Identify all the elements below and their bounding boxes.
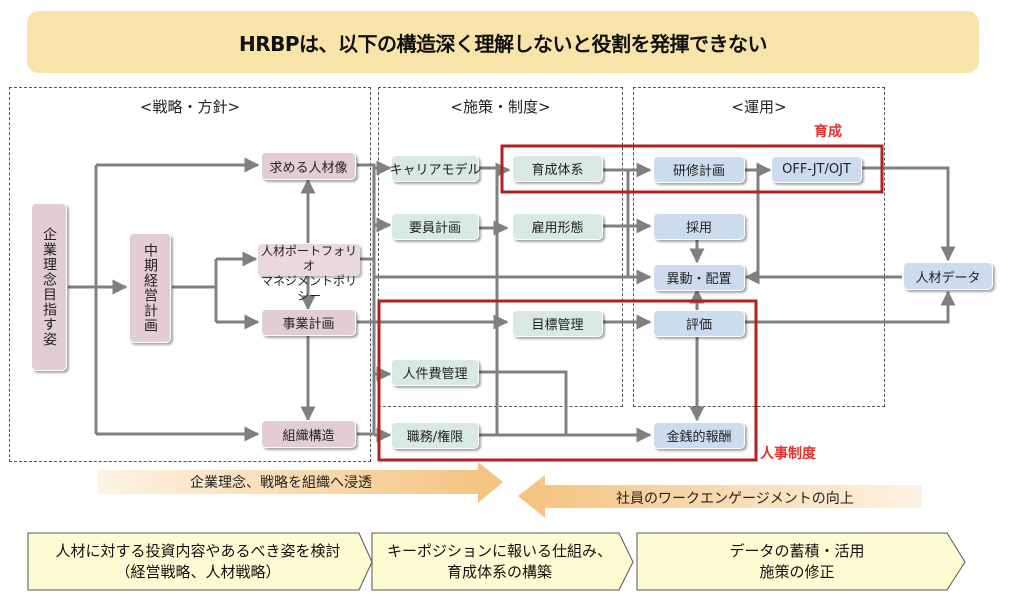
node-training-plan: 研修計画 — [653, 156, 745, 183]
page-banner: HRBPは、以下の構造深く理解しないと役割を発揮できない — [27, 11, 979, 73]
node-off-jt: OFF-JT/OJT — [771, 156, 862, 183]
arrow-top-down-label: 企業理念、戦略を組織へ浸透 — [190, 475, 372, 491]
node-philosophy: 企業理念目指す姿 — [31, 203, 67, 371]
node-talent-image: 求める人材像 — [261, 152, 356, 180]
section-measures: <施策・制度> — [378, 87, 623, 407]
node-transfer: 異動・配置 — [653, 264, 745, 291]
node-transfer-label: 異動・配置 — [666, 272, 732, 287]
step-1-shape — [27, 532, 373, 591]
node-training-plan-label: 研修計画 — [672, 164, 725, 179]
node-midterm-plan: 中期経営計画 — [129, 233, 171, 343]
section-title-measures: <施策・制度> — [450, 98, 551, 116]
node-goal-management-label: 目標管理 — [531, 318, 584, 333]
node-employment-form-label: 雇用形態 — [531, 221, 584, 236]
node-development-system-label: 育成体系 — [531, 163, 584, 178]
node-org-structure: 組織構造 — [261, 420, 356, 448]
node-compensation: 金銭的報酬 — [653, 422, 745, 449]
node-employment-form: 雇用形態 — [512, 213, 603, 240]
node-career-model-label: キャリアモデル — [389, 163, 481, 178]
node-talent-data-label: 人材データ — [915, 270, 981, 286]
node-labor-cost-label: 人件費管理 — [402, 367, 468, 382]
label-hr-system: 人事制度 — [760, 446, 816, 462]
label-development: 育成 — [814, 124, 842, 140]
step-1-line2: （経営戦略、人材戦略） — [115, 562, 281, 581]
node-evaluation: 評価 — [653, 310, 745, 337]
node-business-plan-label: 事業計画 — [282, 317, 335, 332]
connector-eval-data — [745, 290, 956, 324]
section-title-operation: <運用> — [731, 98, 787, 116]
connector-laborcost-comp — [479, 370, 652, 443]
node-portfolio-line1: 人材ポートフォリオ — [260, 244, 357, 273]
node-business-plan: 事業計画 — [261, 309, 356, 336]
node-hiring: 採用 — [653, 213, 745, 240]
section-operation: <運用> — [633, 87, 885, 407]
step-1: 人材に対する投資内容やあるべき姿を検討 （経営戦略、人材戦略） — [28, 533, 368, 590]
arrow-bottom-up-label: 社員のワークエンゲージメントの向上 — [616, 491, 854, 507]
arrow-bottom-up — [518, 475, 922, 518]
node-portfolio-line2: マネジメントポリシー — [260, 274, 357, 303]
node-evaluation-label: 評価 — [685, 318, 712, 333]
step-3-line2: 施策の修正 — [759, 562, 835, 581]
node-talent-data: 人材データ — [903, 262, 993, 290]
node-midterm-label: 中期経営計画 — [142, 243, 158, 333]
node-compensation-label: 金銭的報酬 — [666, 430, 732, 445]
step-3: データの蓄積・活用 施策の修正 — [637, 533, 957, 590]
step-1-line1: 人材に対する投資内容やあるべき姿を検討 — [55, 541, 341, 560]
node-hiring-label: 採用 — [685, 221, 712, 236]
section-title-strategy: <戦略・方針> — [139, 98, 241, 116]
arrow-top-down — [98, 462, 503, 503]
step-3-shape — [636, 532, 966, 591]
node-duties-authority-label: 職務/権限 — [406, 430, 464, 445]
connector-offjt-data — [862, 166, 956, 262]
node-off-jt-label: OFF-JT/OJT — [782, 162, 851, 177]
node-duties-authority: 職務/権限 — [391, 422, 479, 449]
node-career-model: キャリアモデル — [389, 155, 481, 182]
step-2-line1: キーポジションに報いる仕組み、 — [386, 541, 612, 560]
banner-title: HRBPは、以下の構造深く理解しないと役割を発揮できない — [238, 31, 768, 56]
node-philosophy-col2: 目指す姿 — [41, 287, 57, 347]
node-philosophy-col1: 企業理念 — [41, 227, 57, 287]
node-labor-cost: 人件費管理 — [391, 359, 479, 386]
node-goal-management: 目標管理 — [512, 310, 603, 337]
node-org-structure-label: 組織構造 — [282, 428, 335, 444]
node-staffing-plan: 要員計画 — [391, 213, 479, 240]
step-3-line1: データの蓄積・活用 — [729, 541, 865, 560]
step-2: キーポジションに報いる仕組み、 育成体系の構築 — [372, 533, 627, 590]
highlight-hr-system-box — [377, 299, 758, 462]
step-2-shape — [371, 532, 634, 591]
node-talent-image-label: 求める人材像 — [269, 160, 348, 176]
node-staffing-plan-label: 要員計画 — [408, 221, 461, 236]
section-strategy: <戦略・方針> — [9, 87, 371, 462]
node-portfolio-policy: 人材ポートフォリオ マネジメントポリシー — [258, 244, 360, 303]
step-2-line2: 育成体系の構築 — [446, 562, 552, 581]
node-development-system: 育成体系 — [512, 155, 603, 182]
connector-trunk-strategy-right — [357, 163, 376, 434]
highlight-development-box — [500, 144, 884, 194]
